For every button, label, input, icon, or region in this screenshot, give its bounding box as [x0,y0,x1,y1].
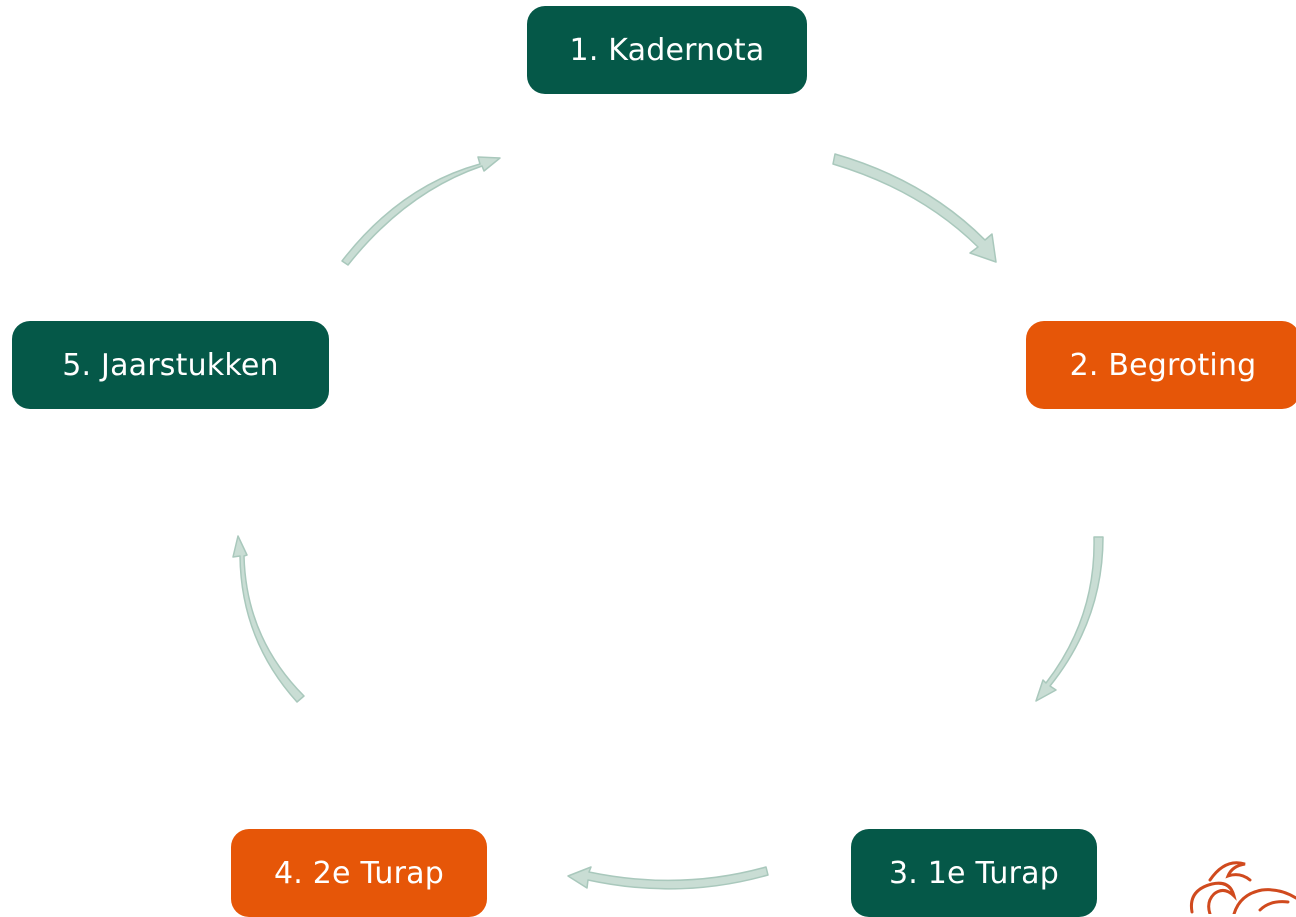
arrow-1-to-2 [832,153,997,263]
node-2e-turap: 4. 2e Turap [231,829,487,917]
flame-logo-icon [1189,861,1296,914]
node-jaarstukken: 5. Jaarstukken [12,321,329,409]
arrow-5-to-1 [341,156,501,266]
arrow-2-to-3 [1035,536,1104,702]
arrow-3-to-4 [567,866,769,890]
node-label: 4. 2e Turap [274,855,444,891]
node-label: 3. 1e Turap [889,855,1059,891]
node-kadernota: 1. Kadernota [527,6,807,94]
node-label: 1. Kadernota [569,32,765,68]
arrow-4-to-5 [232,535,305,703]
node-1e-turap: 3. 1e Turap [851,829,1097,917]
node-label: 2. Begroting [1069,347,1257,383]
node-begroting: 2. Begroting [1026,321,1296,409]
node-label: 5. Jaarstukken [62,347,279,383]
